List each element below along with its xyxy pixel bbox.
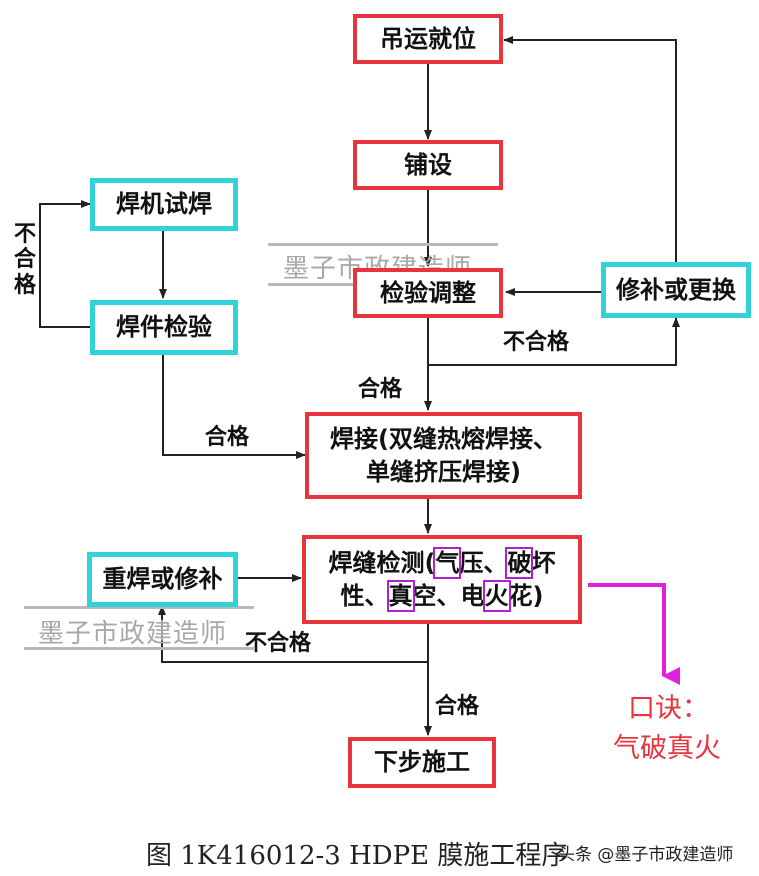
arrow-weld-inspect-fail-loop bbox=[39, 200, 92, 328]
seam-text: 坏 bbox=[531, 549, 556, 578]
node-next-step: 下步施工 bbox=[348, 737, 496, 788]
node-inspect-adjust: 检验调整 bbox=[353, 268, 503, 318]
highlight-huo: 火 bbox=[482, 579, 511, 612]
label-fail-seam: 不合格 bbox=[245, 631, 312, 656]
watermark-line-top bbox=[24, 606, 254, 609]
watermark-line-bottom bbox=[24, 647, 254, 650]
label-fail-adjust: 不合格 bbox=[503, 330, 570, 355]
node-lay: 铺设 bbox=[353, 140, 503, 190]
node-seam-test-line1: 焊缝检测(气压、破坏 bbox=[328, 547, 556, 580]
label-pass-seam: 合格 bbox=[435, 694, 480, 719]
arrow-inspect-fail-to-repair bbox=[428, 317, 680, 366]
highlight-qi: 气 bbox=[433, 547, 462, 580]
seam-text: 焊缝检测( bbox=[328, 549, 436, 578]
node-welding: 焊接(双缝热熔焊接、 单缝挤压焊接) bbox=[305, 412, 582, 499]
highlight-po: 破 bbox=[505, 547, 534, 580]
node-hoist: 吊运就位 bbox=[353, 14, 503, 64]
label-pass-adjust: 合格 bbox=[358, 377, 403, 402]
node-seam-test: 焊缝检测(气压、破坏 性、真空、电火花) bbox=[302, 535, 582, 624]
mnemonic-title: 口诀： bbox=[628, 693, 709, 724]
node-reweld: 重焊或修补 bbox=[87, 552, 238, 607]
seam-text: 花) bbox=[508, 581, 544, 610]
seam-text: 压、 bbox=[459, 549, 508, 578]
highlight-zhen: 真 bbox=[386, 579, 415, 612]
watermark-line-top bbox=[268, 243, 498, 246]
node-seam-test-line2: 性、真空、电火花) bbox=[340, 579, 544, 612]
label-fail-vertical: 不 合 格 bbox=[14, 222, 37, 298]
label-pass-weld-inspect: 合格 bbox=[205, 425, 250, 450]
seam-text: 空、电 bbox=[412, 581, 485, 610]
node-welding-line1: 焊接(双缝热熔焊接、 bbox=[330, 425, 557, 454]
credit-label: 头条 @墨子市政建造师 bbox=[558, 845, 734, 865]
mnemonic-callout-arrow bbox=[588, 583, 680, 685]
arrow-seam-fail-to-reweld bbox=[158, 605, 429, 663]
arrow-repair-to-hoist bbox=[503, 36, 677, 263]
node-welding-line2: 单缝挤压焊接) bbox=[366, 457, 521, 486]
mnemonic-text: 气破真火 bbox=[613, 733, 721, 764]
node-repair-replace: 修补或更换 bbox=[601, 262, 751, 318]
seam-text: 性、 bbox=[340, 581, 389, 610]
node-weld-inspect: 焊件检验 bbox=[90, 300, 238, 355]
figure-caption: 图 1K416012-3 HDPE 膜施工程序 bbox=[146, 841, 568, 871]
arrow-weld-inspect-to-welding bbox=[162, 355, 306, 459]
node-trial-weld: 焊机试焊 bbox=[90, 178, 238, 231]
watermark-text: 墨子市政建造师 bbox=[38, 619, 228, 649]
